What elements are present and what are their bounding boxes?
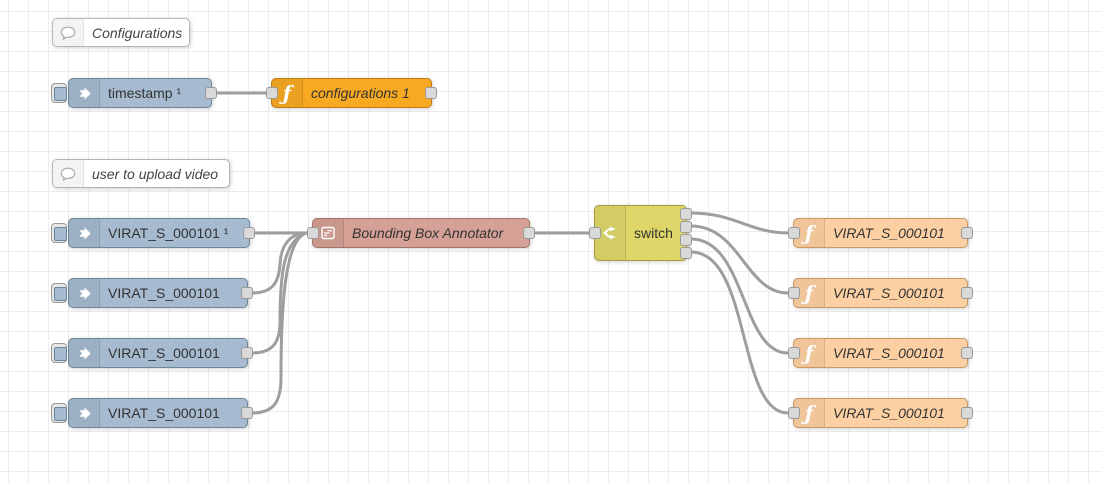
node-label: VIRAT_S_000101 [833, 285, 945, 301]
node-label: VIRAT_S_000101 [108, 345, 220, 361]
wire-switch-out3[interactable] [689, 237, 790, 355]
wire-switch-out4[interactable] [689, 250, 790, 415]
node-label: Bounding Box Annotator [352, 225, 504, 241]
inject-trigger-button-inner [54, 347, 67, 361]
wire-switch-out1[interactable] [689, 211, 790, 235]
comment-node-configurations[interactable]: Configurations [52, 18, 190, 47]
output-port-1[interactable] [680, 208, 692, 220]
node-label: VIRAT_S_000101 [108, 405, 220, 421]
inject-trigger-button[interactable] [51, 83, 67, 103]
output-port[interactable] [961, 227, 973, 239]
node-label: switch [634, 225, 673, 241]
speech-bubble-icon [53, 19, 84, 46]
node-label: VIRAT_S_000101 [833, 405, 945, 421]
function-node-virat-2[interactable]: ƒ VIRAT_S_000101 [788, 278, 973, 308]
output-port-2[interactable] [680, 221, 692, 233]
output-port[interactable] [243, 227, 255, 239]
inject-trigger-button-inner [54, 407, 67, 421]
input-port[interactable] [788, 347, 800, 359]
inject-node-virat-1[interactable]: VIRAT_S_000101 ¹ [51, 218, 255, 248]
annotator-node[interactable]: Bounding Box Annotator [307, 218, 535, 248]
inject-trigger-button[interactable] [51, 343, 67, 363]
inject-trigger-button-inner [54, 87, 67, 101]
output-port[interactable] [241, 347, 253, 359]
comment-label: Configurations [92, 24, 183, 41]
inject-trigger-button-inner [54, 287, 67, 301]
input-port[interactable] [788, 227, 800, 239]
output-port-4[interactable] [680, 247, 692, 259]
wire-inject4-to-annotator[interactable] [250, 231, 308, 415]
comment-label: user to upload video [92, 165, 219, 182]
function-f-icon: ƒ [272, 79, 303, 107]
inject-node-virat-4[interactable]: VIRAT_S_000101 [51, 398, 253, 428]
arrow-right-icon [69, 79, 100, 107]
arrow-right-icon [69, 339, 100, 367]
function-node-virat-4[interactable]: ƒ VIRAT_S_000101 [788, 398, 973, 428]
inject-trigger-button[interactable] [51, 403, 67, 423]
function-node-virat-1[interactable]: ƒ VIRAT_S_000101 [788, 218, 973, 248]
output-port[interactable] [425, 87, 437, 99]
inject-trigger-button[interactable] [51, 283, 67, 303]
output-port-3[interactable] [680, 234, 692, 246]
function-node-virat-3[interactable]: ƒ VIRAT_S_000101 [788, 338, 973, 368]
inject-trigger-button-inner [54, 227, 67, 241]
arrow-right-icon [69, 279, 100, 307]
input-port[interactable] [788, 287, 800, 299]
output-port[interactable] [961, 347, 973, 359]
input-port[interactable] [266, 87, 278, 99]
inject-node-virat-2[interactable]: VIRAT_S_000101 [51, 278, 253, 308]
template-lines-icon [313, 219, 344, 247]
node-label: VIRAT_S_000101 [833, 225, 945, 241]
inject-node-timestamp[interactable]: timestamp ¹ [51, 78, 217, 108]
node-label: timestamp ¹ [108, 85, 182, 101]
output-port[interactable] [961, 407, 973, 419]
arrow-right-icon [69, 399, 100, 427]
output-port[interactable] [961, 287, 973, 299]
wire-inject3-to-annotator[interactable] [250, 231, 308, 355]
inject-node-virat-3[interactable]: VIRAT_S_000101 [51, 338, 253, 368]
input-port[interactable] [307, 227, 319, 239]
output-port[interactable] [241, 407, 253, 419]
node-label: VIRAT_S_000101 [833, 345, 945, 361]
node-label: VIRAT_S_000101 ¹ [108, 225, 229, 241]
comment-node-upload-video[interactable]: user to upload video [52, 159, 230, 188]
node-label: configurations 1 [311, 85, 410, 101]
wire-switch-out2[interactable] [689, 224, 790, 295]
inject-trigger-button[interactable] [51, 223, 67, 243]
switch-node[interactable]: switch [589, 205, 692, 261]
output-port[interactable] [205, 87, 217, 99]
output-port[interactable] [523, 227, 535, 239]
arrow-right-icon [69, 219, 100, 247]
input-port[interactable] [788, 407, 800, 419]
wire-inject2-to-annotator[interactable] [250, 231, 308, 295]
output-port[interactable] [241, 287, 253, 299]
speech-bubble-icon [53, 160, 84, 187]
node-label: VIRAT_S_000101 [108, 285, 220, 301]
function-node-configurations[interactable]: ƒ configurations 1 [266, 78, 437, 108]
input-port[interactable] [589, 227, 601, 239]
